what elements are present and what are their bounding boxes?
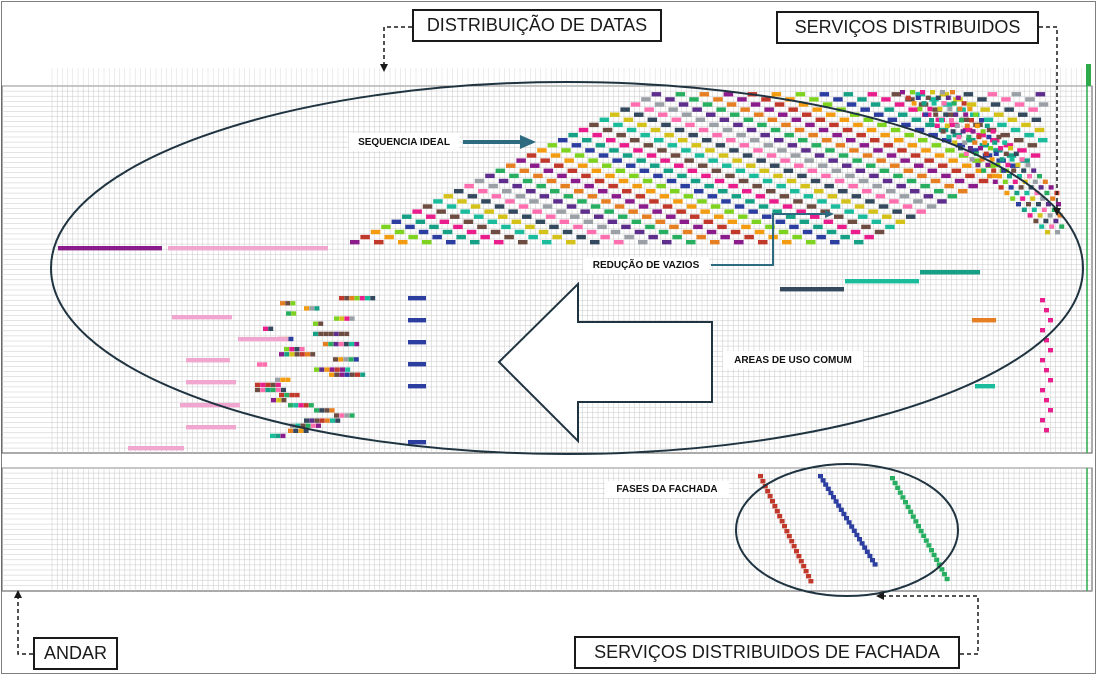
facade-services-connector	[882, 595, 979, 655]
void-reduction-label: REDUÇÃO DE VAZIOS	[583, 257, 709, 274]
services-connector-head	[1053, 208, 1061, 216]
facade-schedule-grid	[1, 467, 1093, 592]
floor-callout: ANDAR	[33, 637, 118, 670]
void-reduction-arrow	[711, 213, 826, 266]
floor-connector-head	[14, 590, 22, 598]
highlight-ellipse	[50, 81, 1084, 455]
service-cells	[58, 90, 1065, 584]
ideal-sequence-arrow-head	[520, 135, 536, 149]
facade-services-callout: SERVIÇOS DISTRIBUIDOS DE FACHADA	[574, 636, 960, 669]
floor-connector	[17, 596, 33, 655]
annotation-overlays	[14, 26, 1084, 655]
services-connector	[1039, 26, 1058, 210]
common-areas-label: AREAS DE USO COMUM	[723, 351, 863, 369]
ideal-sequence-label: SEQUENCIA IDEAL	[349, 133, 459, 151]
facade-services-connector-head	[876, 592, 884, 600]
date-distribution-callout: DISTRIBUIÇÃO DE DATAS	[412, 9, 662, 42]
facade-ellipse	[735, 463, 959, 597]
left-arrow	[497, 281, 713, 444]
facade-phases-label: FASES DA FACHADA	[605, 481, 729, 498]
dates-connector-head	[380, 64, 388, 72]
dates-connector	[383, 26, 412, 66]
distributed-services-callout: SERVIÇOS DISTRIBUIDOS	[776, 11, 1039, 44]
void-reduction-arrow-head	[825, 210, 834, 218]
